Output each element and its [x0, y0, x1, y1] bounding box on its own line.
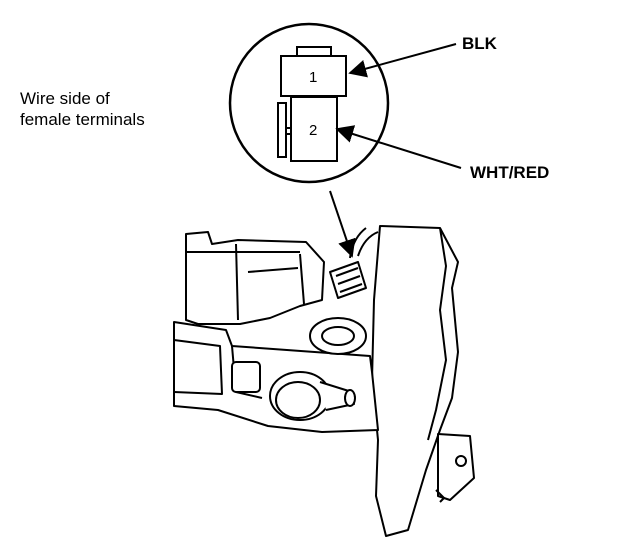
- console-assembly: [173, 225, 475, 537]
- inset-pointer-arrow: [329, 190, 356, 258]
- mounting-bracket: [437, 433, 475, 501]
- blk-label: BLK: [462, 34, 498, 53]
- blk-arrow: [348, 43, 457, 78]
- small-connector: [329, 227, 379, 299]
- wire-side-label-line2: female terminals: [20, 110, 145, 129]
- wht-red-label: WHT/RED: [470, 163, 549, 182]
- pin-1-label: 1: [309, 69, 317, 86]
- wire-side-label-line1: Wire side of: [20, 89, 110, 108]
- terminal-1-housing: [280, 55, 347, 97]
- pin-2-label: 2: [309, 122, 317, 139]
- wht-red-arrow: [335, 125, 462, 169]
- upper-housing: [185, 231, 325, 325]
- lighter-knob: [269, 371, 356, 421]
- locking-tab: [277, 102, 287, 158]
